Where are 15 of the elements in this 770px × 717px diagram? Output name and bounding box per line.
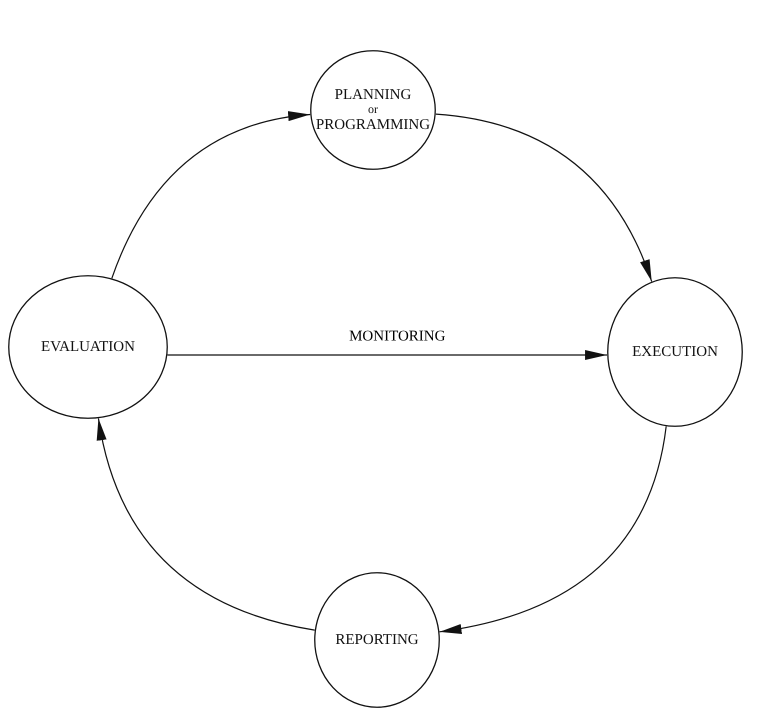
arrow bbox=[436, 114, 652, 282]
process-circle bbox=[314, 572, 440, 708]
arrow bbox=[111, 112, 310, 278]
node-label: EVALUATION bbox=[41, 338, 135, 356]
node-label: PLANNING bbox=[334, 86, 412, 104]
arrow bbox=[168, 350, 608, 360]
process-circle bbox=[8, 275, 168, 419]
node-label: EXECUTION bbox=[632, 344, 718, 360]
process-circle bbox=[607, 277, 743, 427]
node-label: or bbox=[368, 103, 378, 117]
arrow bbox=[98, 418, 315, 631]
process-circle bbox=[310, 50, 436, 170]
node-label: PROGRAMMING bbox=[316, 116, 430, 134]
node-label: REPORTING bbox=[335, 632, 419, 648]
arrow bbox=[439, 426, 667, 634]
